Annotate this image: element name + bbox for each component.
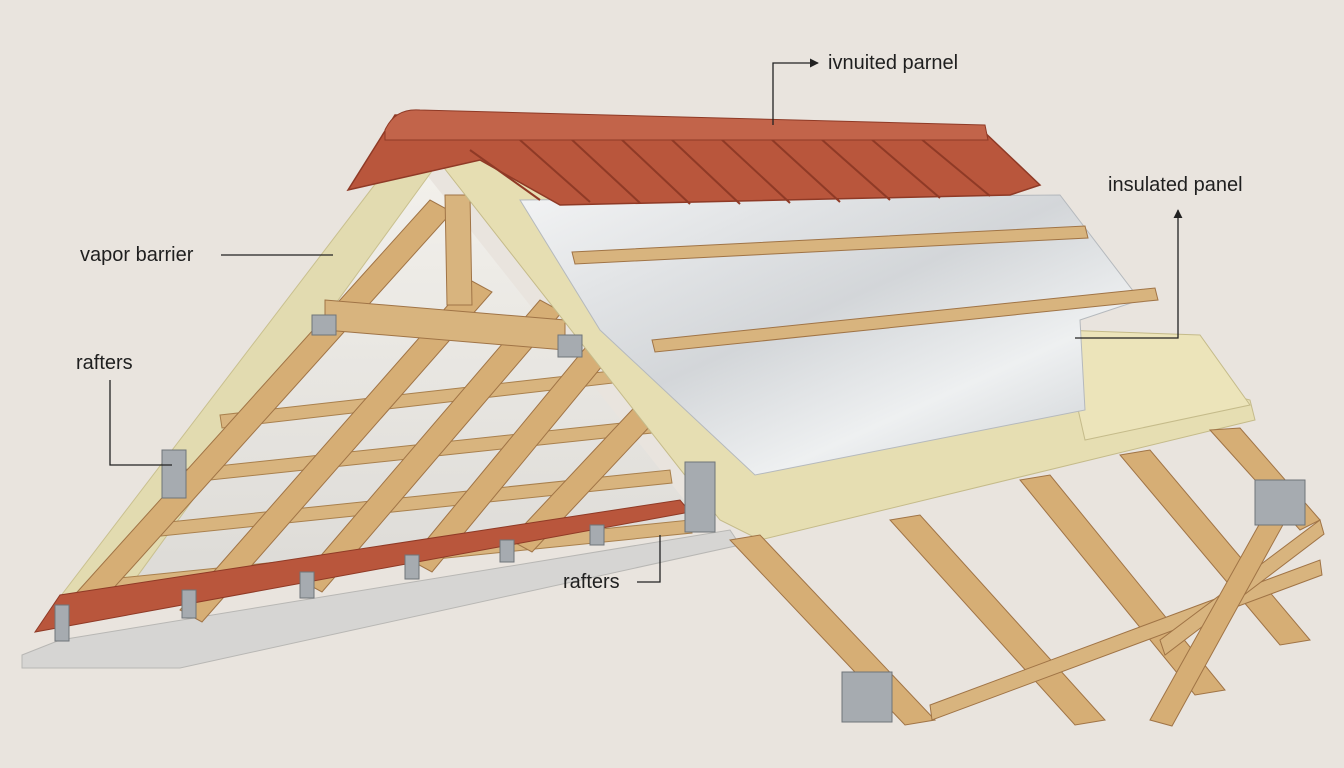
left-eave-tiles bbox=[33, 499, 691, 633]
leader-rafters-bottom bbox=[637, 535, 661, 583]
foil-sheet bbox=[519, 194, 1141, 476]
steel-bracket-icon bbox=[54, 314, 1306, 723]
leader-lines bbox=[109, 58, 1183, 583]
tile-ridges bbox=[469, 137, 991, 205]
leader-rafters-left bbox=[109, 380, 172, 466]
leader-insulated-panel bbox=[1075, 209, 1183, 339]
label-top-panel: ivnuited parnel bbox=[828, 52, 959, 74]
king-post bbox=[444, 194, 473, 306]
label-vapor-barrier: vapor barrier bbox=[80, 244, 194, 266]
ridge-cap bbox=[384, 109, 989, 141]
label-rafters-left: rafters bbox=[76, 352, 133, 374]
leader-top-panel bbox=[772, 58, 819, 125]
battens bbox=[571, 225, 1159, 353]
label-rafters-bottom: rafters bbox=[563, 571, 620, 593]
label-insulated-panel: insulated panel bbox=[1108, 174, 1243, 196]
